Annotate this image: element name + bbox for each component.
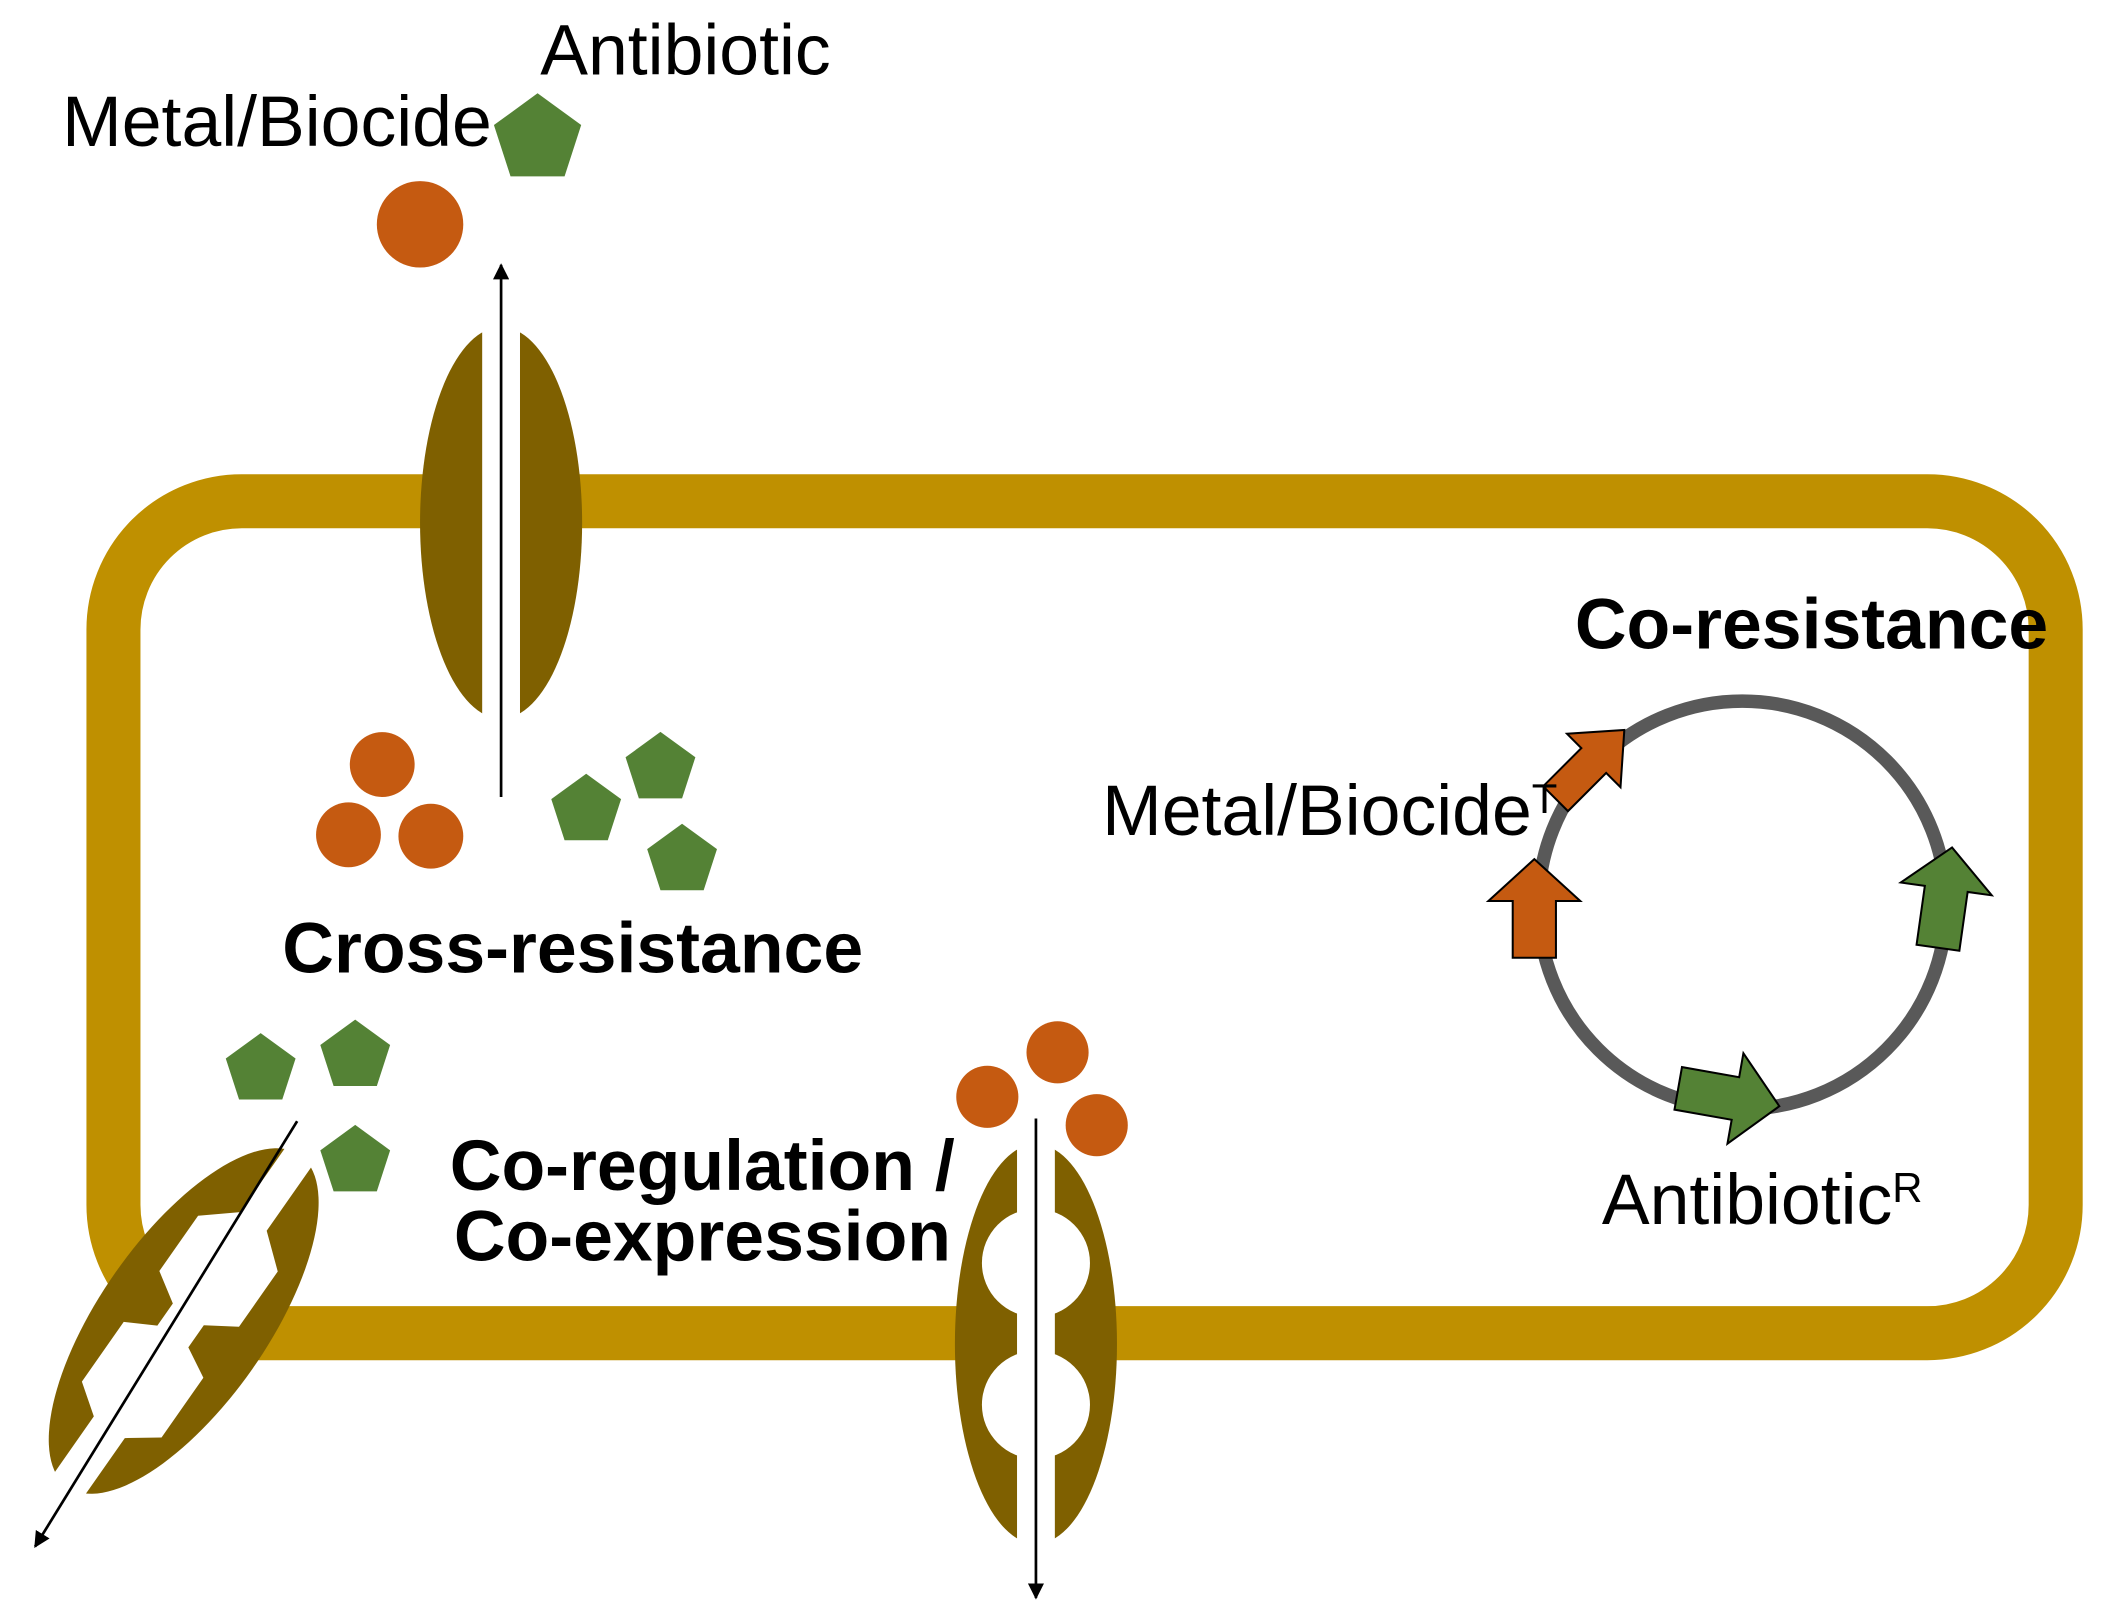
metal-biocide-legend-label: Metal/Biocide	[62, 82, 492, 162]
metal-molecule	[956, 1065, 1019, 1128]
metal-molecule	[398, 803, 464, 869]
metal-tolerance-gene-arrow	[1541, 728, 1626, 813]
metal-tolerance-gene-arrow	[1485, 857, 1583, 959]
antibiotic-legend-label: Antibiotic	[540, 10, 830, 90]
metal-molecule	[1026, 1021, 1089, 1084]
antibiotic-molecule	[551, 773, 622, 841]
antibiotic-molecule	[647, 823, 717, 891]
antibiotic-resistance-gene-arrow	[1898, 846, 1995, 952]
antibiotic-resistance-gene-arrow	[1673, 1050, 1781, 1146]
plasmid-metal-tolerance-label: Metal/BiocideT	[1102, 771, 1557, 851]
antibiotic-molecule	[320, 1124, 391, 1192]
bottom-left-efflux-pump	[44, 1134, 321, 1509]
antibiotic-molecule	[225, 1033, 296, 1100]
co-regulation-title-line1: Co-regulation /	[450, 1126, 955, 1206]
antibiotic-molecule-legend	[493, 93, 582, 177]
bottom-left-efflux-arrow	[33, 1120, 299, 1548]
metal-molecule	[316, 802, 381, 868]
tolerance-superscript: T	[1532, 775, 1558, 822]
co-resistance-title: Co-resistance	[1575, 584, 2048, 664]
antibiotic-molecule	[320, 1019, 391, 1087]
top-efflux-pump	[420, 263, 583, 797]
resistance-superscript: R	[1892, 1164, 1922, 1211]
metal-molecule	[349, 732, 415, 797]
co-regulation-title-line2: Co-expression	[454, 1196, 951, 1276]
metal-molecule	[1065, 1094, 1128, 1157]
antibiotic-molecule	[625, 731, 696, 799]
plasmid-antibiotic-resistance-label: AntibioticR	[1602, 1160, 1923, 1240]
cross-resistance-title: Cross-resistance	[282, 909, 863, 989]
metal-molecule-legend	[376, 181, 464, 268]
